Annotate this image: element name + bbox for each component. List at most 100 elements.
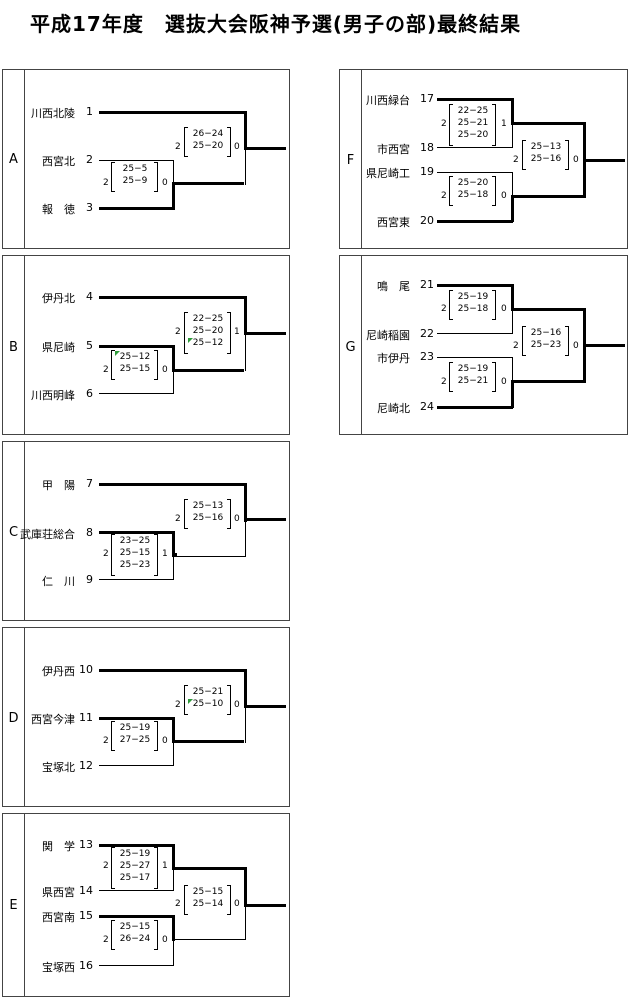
set-score: 25−19 (457, 364, 489, 374)
bracket-line (583, 159, 625, 162)
bracket-line (244, 147, 286, 150)
bracket-line (437, 357, 513, 358)
bracket-line (173, 369, 174, 393)
bracket-line (245, 521, 246, 557)
bracket-line (99, 160, 173, 161)
bracket-line (511, 284, 514, 310)
score-bracket (449, 290, 453, 320)
set-score: 26−24 (192, 129, 224, 139)
bracket-line (172, 740, 244, 743)
team-name: 川西明峰 (31, 389, 75, 402)
match-score-right: 0 (234, 899, 240, 909)
bracket-line (244, 705, 286, 708)
set-score: 25−19 (119, 723, 151, 733)
set-score: 25−18 (457, 190, 489, 200)
set-score: 25−20 (457, 178, 489, 188)
divider (24, 256, 25, 434)
team-name: 関 学 (42, 840, 75, 853)
block-letter: F (346, 153, 355, 168)
bracket-line (172, 182, 244, 185)
team-name: 県尼崎 (42, 341, 75, 354)
team-name: 鳴 尾 (377, 280, 410, 293)
bracket-line (99, 965, 174, 966)
score-bracket (111, 721, 115, 751)
comment-marker-icon (188, 699, 193, 704)
set-score: 22−25 (457, 106, 489, 116)
team-name: 尼崎北 (377, 402, 410, 415)
score-bracket (449, 176, 453, 206)
set-score: 25−21 (192, 687, 224, 697)
seed-number: 20 (420, 214, 434, 227)
score-bracket (154, 920, 158, 950)
seed-number: 18 (420, 141, 434, 154)
bracket-line (244, 111, 247, 150)
match-score-left: 2 (175, 514, 181, 524)
set-score: 25−15 (119, 364, 151, 374)
divider (361, 70, 362, 248)
bracket-line (512, 357, 513, 382)
team-name: 県尼崎工 (366, 167, 410, 180)
score-bracket (111, 162, 115, 192)
divider (24, 628, 25, 806)
bracket-line (172, 553, 177, 556)
block-letter: A (9, 152, 18, 167)
bracket-line (245, 707, 246, 743)
bracket-line (245, 906, 246, 940)
bracket-line (511, 308, 584, 311)
set-score: 25−12 (192, 338, 224, 348)
score-bracket (565, 140, 569, 170)
team-name: 甲 陽 (42, 479, 75, 492)
team-name: 西宮南 (42, 911, 75, 924)
bracket-line (99, 915, 172, 918)
set-scores: 25−12 25−15 (111, 351, 159, 375)
match-score-right: 1 (162, 549, 168, 559)
match-score-left: 2 (103, 549, 109, 559)
bracket-line (511, 195, 514, 222)
comment-marker-icon (115, 351, 120, 356)
team-name: 宝塚西 (42, 961, 75, 974)
match-score-left: 2 (103, 178, 109, 188)
match-score-left: 2 (441, 191, 447, 201)
bracket-line (99, 207, 172, 210)
team-name: 尼崎稲園 (366, 329, 410, 342)
bracket-line (99, 844, 172, 847)
set-score: 25−5 (122, 164, 148, 174)
bracket-line (511, 380, 514, 408)
match-score-right: 0 (234, 514, 240, 524)
score-bracket (111, 920, 115, 950)
set-score: 25−15 (192, 887, 224, 897)
set-score: 25−18 (457, 304, 489, 314)
divider (361, 256, 362, 434)
bracket-line (99, 669, 245, 672)
set-score: 25−16 (530, 154, 562, 164)
bracket-line (437, 98, 512, 101)
score-bracket (184, 685, 188, 715)
team-name: 川西北陵 (31, 107, 75, 120)
team-name: 西宮北 (42, 155, 75, 168)
bracket-line (437, 406, 513, 409)
seed-number: 12 (79, 759, 93, 772)
match-score-left: 2 (441, 119, 447, 129)
match-score-right: 1 (234, 327, 240, 337)
bracket-line (244, 669, 247, 708)
set-score: 25−15 (119, 922, 151, 932)
bracket-line (511, 380, 584, 383)
match-score-left: 2 (103, 935, 109, 945)
bracket-line (99, 345, 172, 348)
bracket-line (99, 296, 245, 299)
team-name: 西宮今津 (31, 713, 75, 726)
set-score: 25−12 (119, 352, 151, 362)
set-score: 25−16 (530, 328, 562, 338)
comment-marker-icon (188, 338, 193, 343)
match-score-left: 2 (175, 142, 181, 152)
bracket-line (512, 308, 513, 333)
score-bracket (492, 176, 496, 206)
bracket-line (174, 556, 246, 557)
seed-number: 2 (86, 153, 93, 166)
bracket-line (173, 939, 174, 965)
divider (24, 814, 25, 996)
